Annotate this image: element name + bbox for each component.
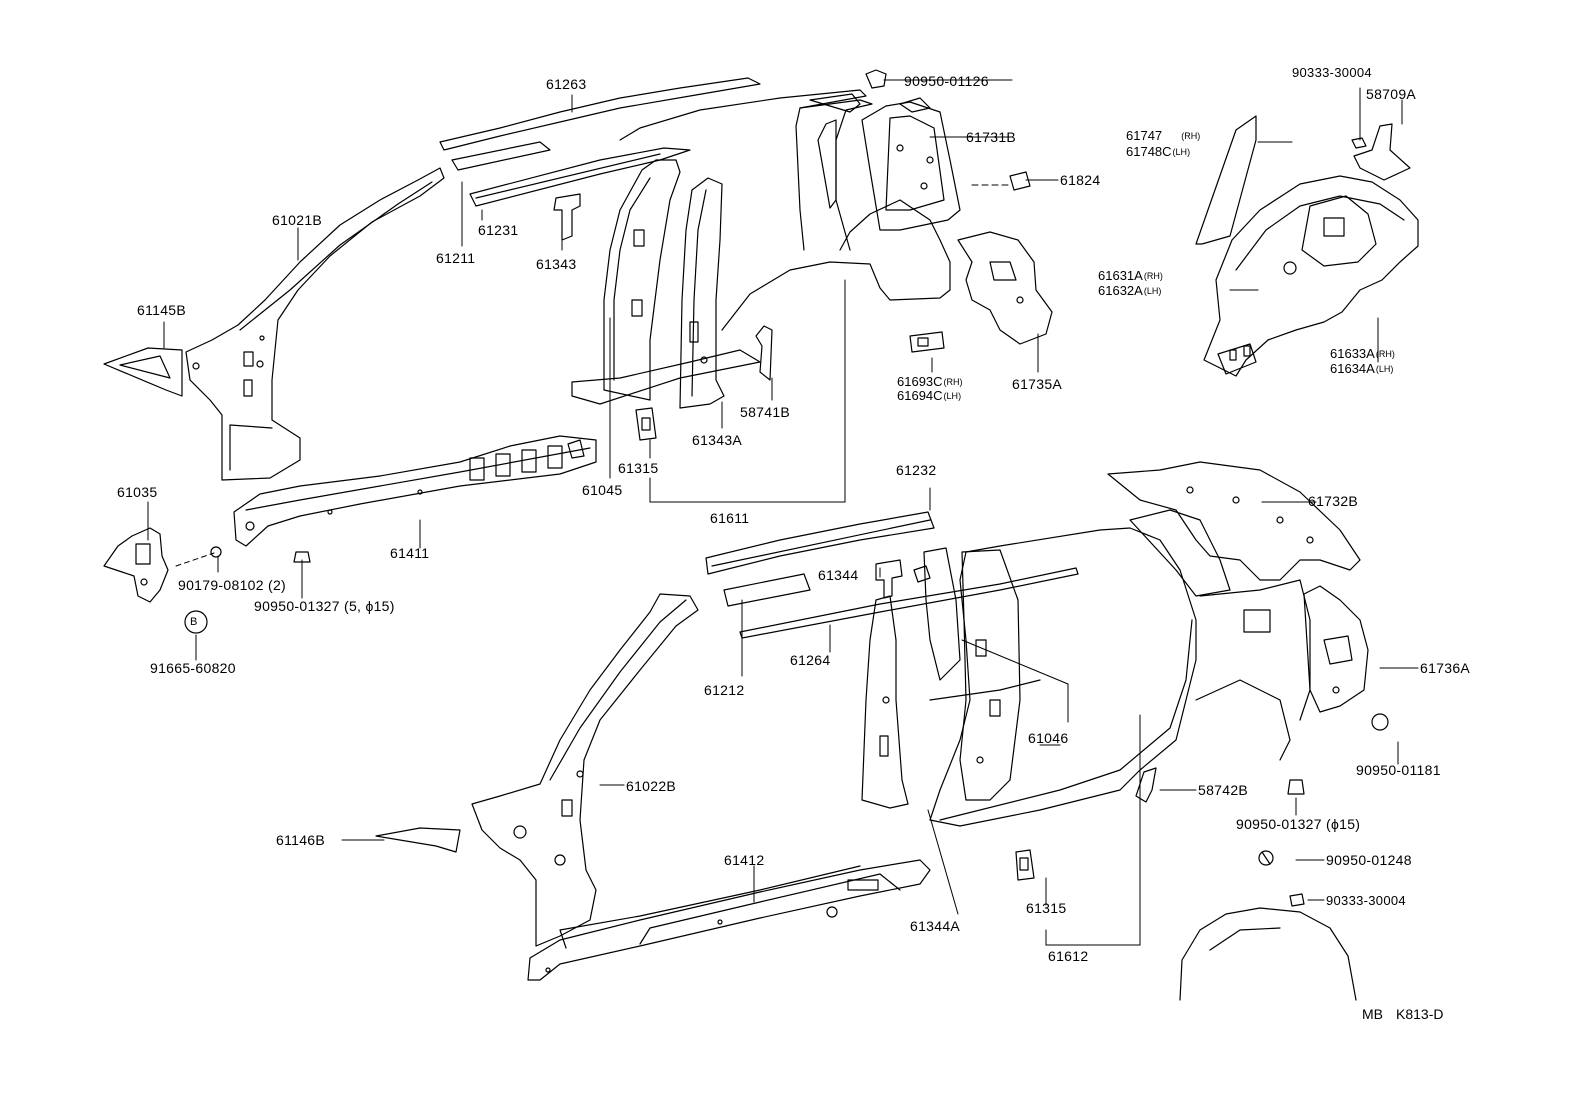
part-label-90950-01126: 90950-01126 xyxy=(904,73,989,89)
center-pillar-inner-61344A xyxy=(861,595,909,809)
roof-inner-61211 xyxy=(451,141,691,207)
roof-side-rail-61263 xyxy=(439,77,761,151)
part-label-90333-30004-top: 90333-30004 xyxy=(1292,65,1372,80)
part-label-61631A: 61631A(RH) xyxy=(1098,268,1163,283)
part-label-61736A: 61736A xyxy=(1420,660,1471,676)
part-label-90333-30004-bottom: 90333-30004 xyxy=(1326,893,1406,908)
leader-lines xyxy=(147,79,1419,946)
part-label-61747: 61747 (RH) xyxy=(1126,128,1201,143)
part-label-58709A: 58709A xyxy=(1366,86,1417,102)
clip-90950-01327-left xyxy=(293,551,311,563)
part-label-61145B: 61145B xyxy=(137,302,187,318)
part-label-61046: 61046 xyxy=(1028,730,1069,746)
bracket-61343 xyxy=(553,193,581,241)
part-label-61824: 61824 xyxy=(1060,172,1101,188)
bracket-58709A xyxy=(1353,123,1411,181)
part-label-61315-lower: 61315 xyxy=(1026,900,1067,916)
roof-rail-61232 xyxy=(705,511,935,575)
grommet-61824 xyxy=(1009,171,1031,191)
part-label-91665-60820: 91665-60820 xyxy=(150,660,236,676)
clip-90950-01181 xyxy=(1371,713,1389,731)
cowl-side-61145B xyxy=(103,347,183,397)
reinforcement-61693C xyxy=(909,331,945,353)
part-label-58741B: 58741B xyxy=(740,404,791,420)
part-label-61146B: 61146B xyxy=(276,832,326,848)
center-pillar-61045 xyxy=(603,159,681,401)
footer-code-right: K813-D xyxy=(1396,1006,1444,1022)
part-label-61411: 61411 xyxy=(390,545,430,561)
bracket-58742B xyxy=(1135,767,1157,803)
part-label-61412: 61412 xyxy=(724,852,765,868)
part-label-61343: 61343 xyxy=(536,256,577,272)
part-label-61612: 61612 xyxy=(1048,948,1089,964)
bracket-58741B xyxy=(755,325,773,381)
part-label-61693C: 61693C(RH) xyxy=(897,374,963,389)
center-pillar-61046 xyxy=(923,547,1021,801)
patch-61315 xyxy=(635,407,657,441)
part-label-61735A: 61735A xyxy=(1012,376,1063,392)
nut-90179-08102 xyxy=(210,546,222,558)
part-label-61035: 61035 xyxy=(117,484,158,500)
part-label-61732B: 61732B xyxy=(1308,493,1359,509)
side-panel-61612 xyxy=(929,461,1361,827)
quarter-inner-61736A xyxy=(1303,585,1369,713)
clip-90950-01126 xyxy=(865,69,887,89)
part-label-90950-01327-left: 90950-01327 (5, ϕ15) xyxy=(254,598,395,614)
drip-61264 xyxy=(739,567,1079,639)
part-label-61634A: 61634A(LH) xyxy=(1330,361,1394,376)
part-label-61045: 61045 xyxy=(582,482,623,498)
part-label-61632A: 61632A(LH) xyxy=(1098,283,1162,298)
wheelhouse-61631A xyxy=(1195,115,1419,377)
quarter-inner-61735A xyxy=(957,231,1053,345)
plug-90333-30004-top xyxy=(1351,137,1367,149)
part-label-90950-01327-right: 90950-01327 (ϕ15) xyxy=(1236,816,1361,832)
quarter-panel-61611 xyxy=(571,89,961,405)
part-label-61315-upper: 61315 xyxy=(618,460,659,476)
part-label-90950-01181: 90950-01181 xyxy=(1356,762,1441,778)
cowl-side-61146B xyxy=(375,827,461,853)
center-pillar-inner-61343A xyxy=(679,177,725,409)
part-label-61264: 61264 xyxy=(790,652,831,668)
rocker-outer-61411 xyxy=(233,435,597,547)
part-label-61748C: 61748C(LH) xyxy=(1126,144,1191,159)
part-label-61021B: 61021B xyxy=(272,212,323,228)
part-label-61231: 61231 xyxy=(478,222,519,238)
part-label-58742B: 58742B xyxy=(1198,782,1249,798)
part-label-61211: 61211 xyxy=(436,250,476,266)
front-pillar-61022B xyxy=(471,593,699,947)
circle-label-B: B xyxy=(190,616,198,628)
part-label-90179-08102: 90179-08102 (2) xyxy=(178,577,287,593)
screw-90950-01248 xyxy=(1258,850,1274,866)
part-label-61232: 61232 xyxy=(896,462,937,478)
part-label-61212: 61212 xyxy=(704,682,745,698)
part-label-61694C: 61694C(LH) xyxy=(897,388,962,403)
part-label-61344: 61344 xyxy=(818,567,859,583)
hinge-61035 xyxy=(103,527,169,603)
part-label-61344A: 61344A xyxy=(910,918,961,934)
part-label-61633A: 61633A(RH) xyxy=(1330,346,1395,361)
part-label-61611: 61611 xyxy=(710,510,750,526)
circle-B xyxy=(184,610,208,634)
part-label-90950-01248: 90950-01248 xyxy=(1326,852,1412,868)
part-label-61263: 61263 xyxy=(546,76,587,92)
rocker-outer-61412 xyxy=(527,859,931,981)
part-label-61343A: 61343A xyxy=(692,432,743,448)
roof-inner-61212 xyxy=(723,573,811,607)
wheelhouse-lower xyxy=(1179,893,1357,1001)
clip-90950-01327-right xyxy=(1287,779,1305,795)
front-pillar-upper-61021B xyxy=(185,167,445,481)
bracket-61344 xyxy=(875,559,931,599)
patch-61315-lower xyxy=(1015,849,1035,881)
footer-code-left: MB xyxy=(1362,1006,1383,1022)
part-label-61731B: 61731B xyxy=(966,129,1017,145)
part-label-61022B: 61022B xyxy=(626,778,677,794)
